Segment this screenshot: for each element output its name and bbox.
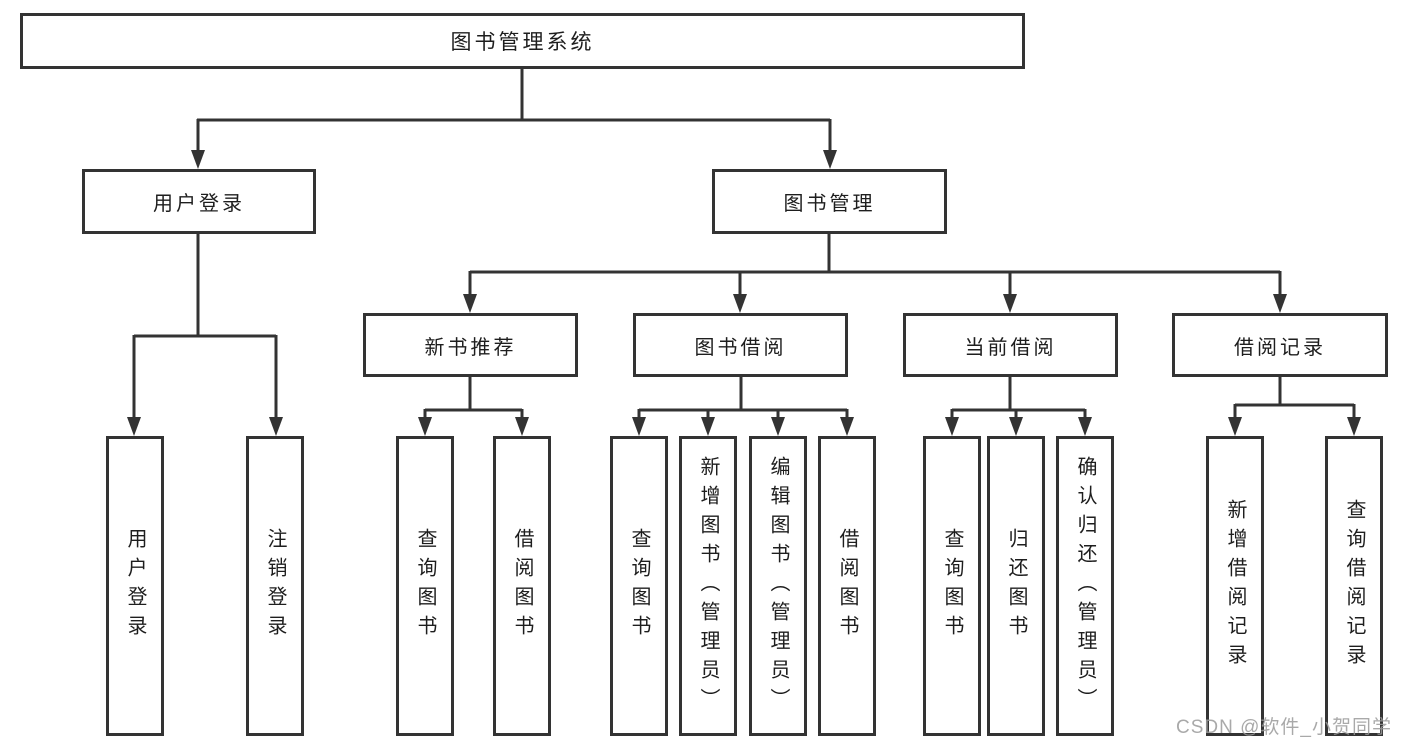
leaf-add-books-admin: 新增图书（管理员）: [679, 436, 737, 736]
leaf-add-borrow-record: 新增借阅记录: [1206, 436, 1264, 736]
leaf-user-login: 用户登录: [106, 436, 164, 736]
node-new-book-recommend: 新书推荐: [363, 313, 578, 377]
leaf-label: 查询图书: [628, 528, 650, 644]
leaf-confirm-return-admin: 确认归还（管理员）: [1056, 436, 1114, 736]
csdn-watermark: CSDN @软件_小贺同学: [1176, 717, 1392, 738]
node-label: 借阅记录: [1234, 336, 1326, 359]
leaf-query-books-recommend: 查询图书: [396, 436, 454, 736]
leaf-label: 编辑图书（管理员）: [767, 455, 789, 717]
node-label: 图书借阅: [694, 336, 787, 359]
leaf-query-borrow-record: 查询借阅记录: [1325, 436, 1383, 736]
leaf-label: 用户登录: [124, 528, 146, 644]
leaf-label: 确认归还（管理员）: [1074, 455, 1096, 717]
node-current-borrowing: 当前借阅: [903, 313, 1118, 377]
leaf-borrow-books: 借阅图书: [818, 436, 876, 736]
leaf-query-books-current: 查询图书: [923, 436, 981, 736]
leaf-label: 借阅图书: [836, 528, 858, 644]
node-label: 图书管理: [783, 193, 876, 215]
node-book-borrowing: 图书借阅: [633, 313, 848, 377]
leaf-label: 注销登录: [264, 528, 286, 644]
leaf-label: 新增借阅记录: [1224, 499, 1246, 673]
node-label: 图书管理系统: [450, 31, 595, 54]
leaf-edit-books-admin: 编辑图书（管理员）: [749, 436, 807, 736]
leaf-label: 新增图书（管理员）: [697, 455, 719, 717]
node-label: 用户登录: [153, 193, 245, 215]
leaf-label: 查询图书: [414, 528, 436, 644]
leaf-label: 借阅图书: [511, 528, 533, 644]
leaf-label: 查询借阅记录: [1343, 499, 1365, 673]
leaf-return-books: 归还图书: [987, 436, 1045, 736]
node-user-login: 用户登录: [82, 169, 316, 234]
leaf-label: 查询图书: [941, 528, 963, 644]
leaf-logout: 注销登录: [246, 436, 304, 736]
leaf-label: 归还图书: [1005, 528, 1027, 644]
leaf-borrow-books-recommend: 借阅图书: [493, 436, 551, 736]
node-system-root: 图书管理系统: [20, 13, 1025, 69]
node-label: 当前借阅: [964, 336, 1057, 359]
node-label: 新书推荐: [424, 336, 517, 359]
node-book-management: 图书管理: [712, 169, 947, 234]
node-borrowing-records: 借阅记录: [1172, 313, 1388, 377]
leaf-query-books-borrowing: 查询图书: [610, 436, 668, 736]
